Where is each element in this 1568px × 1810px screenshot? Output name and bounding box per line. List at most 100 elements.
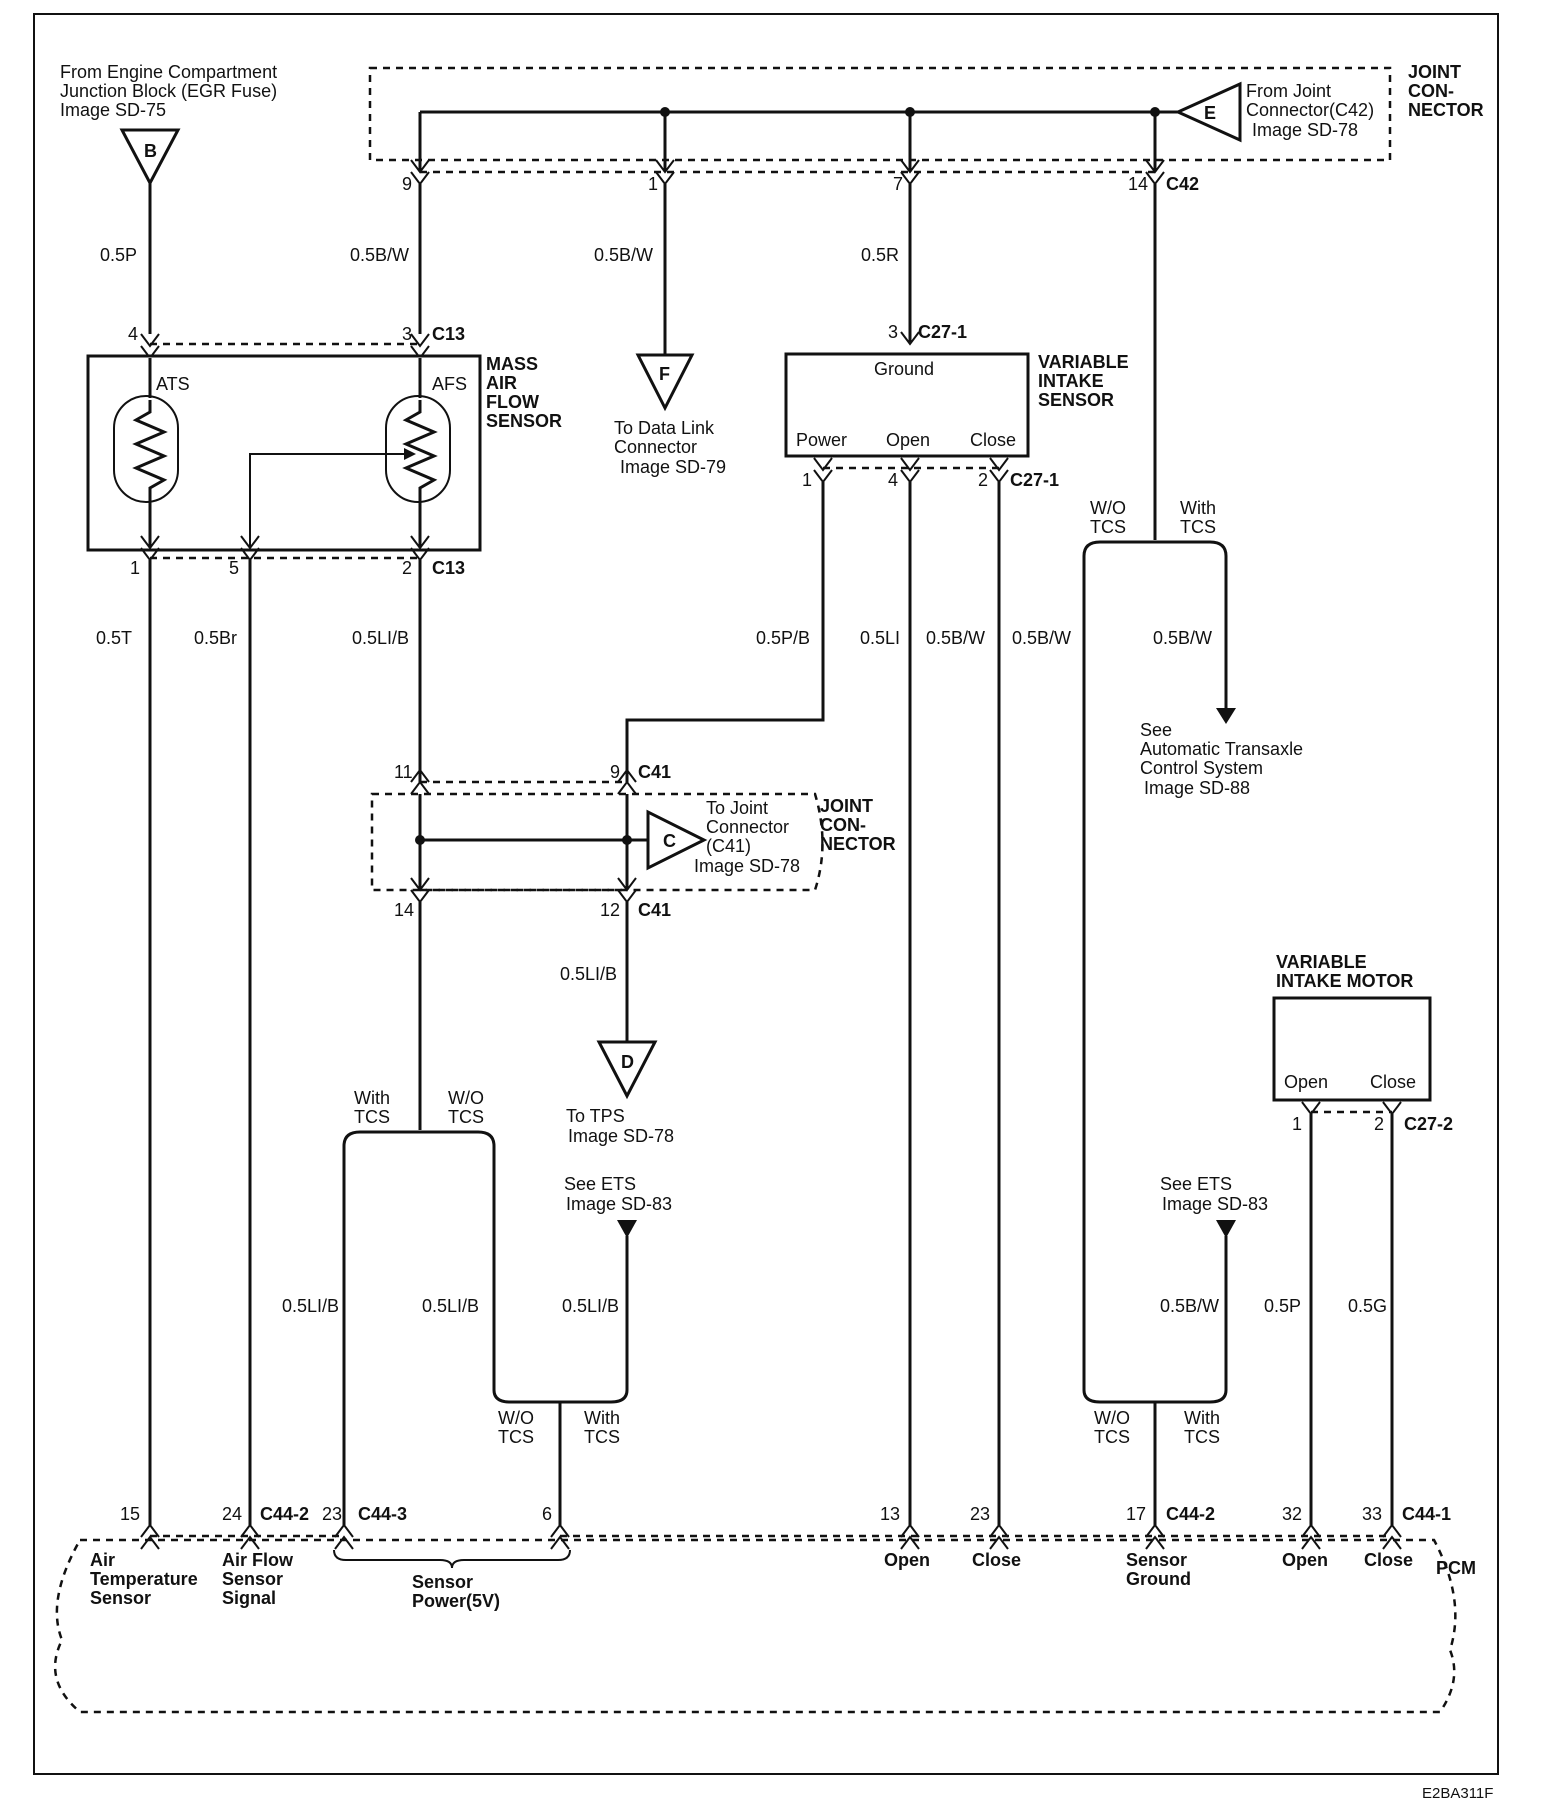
c27-1-connector-label-top: C27-1 bbox=[918, 322, 967, 342]
pcm-air-temp-label-1: Air bbox=[90, 1550, 115, 1570]
pcm-pin-24: 24 bbox=[222, 1504, 242, 1524]
see-atcs-label-2: Automatic Transaxle bbox=[1140, 739, 1303, 759]
pcm-air-flow-label-2: Sensor bbox=[222, 1569, 283, 1589]
wire-label-05bw-wotcs: 0.5B/W bbox=[1012, 628, 1071, 648]
joint-connector-top-label-1: JOINT bbox=[1408, 62, 1461, 82]
pcm-pin-33: 33 bbox=[1362, 1504, 1382, 1524]
connector-b-label: B bbox=[144, 141, 157, 161]
connector-b-triangle bbox=[119, 128, 181, 187]
maf-pin-4: 4 bbox=[128, 324, 138, 344]
connector-c-triangle bbox=[646, 809, 708, 871]
see-ets-left-label-2: Image SD-83 bbox=[566, 1194, 672, 1214]
pcm-open-label-vim: Open bbox=[1282, 1550, 1328, 1570]
with-tcs-top-2: TCS bbox=[1180, 517, 1216, 537]
c13-pin-5: 5 bbox=[229, 558, 239, 578]
pcm-close-label-vim: Close bbox=[1364, 1550, 1413, 1570]
joint-connector-mid-box bbox=[370, 792, 824, 892]
from-joint-label-3: Image SD-78 bbox=[1252, 120, 1358, 140]
wire-label-05p-vim: 0.5P bbox=[1264, 1296, 1301, 1316]
maf-label-2: AIR bbox=[486, 373, 517, 393]
maf-label-1: MASS bbox=[486, 354, 538, 374]
wire-label-05lib-withtcs: 0.5LI/B bbox=[282, 1296, 339, 1316]
wire-label-05t: 0.5T bbox=[96, 628, 132, 648]
see-ets-left-label-1: See ETS bbox=[564, 1174, 636, 1194]
connector-c-label: C bbox=[663, 831, 676, 851]
wire-label-05li: 0.5LI bbox=[860, 628, 900, 648]
with-tcs-mid-1: With bbox=[354, 1088, 390, 1108]
c42-pin-1: 1 bbox=[648, 174, 658, 194]
pcm-pin-32: 32 bbox=[1282, 1504, 1302, 1524]
pcm-label: PCM bbox=[1436, 1558, 1476, 1578]
joint-connector-top-label-3: NECTOR bbox=[1408, 100, 1484, 120]
vis-label-3: SENSOR bbox=[1038, 390, 1114, 410]
c27-2-pin-2: 2 bbox=[1374, 1114, 1384, 1134]
vis-power-label: Power bbox=[796, 430, 847, 450]
from-engine-label-1: From Engine Compartment bbox=[60, 62, 277, 82]
from-engine-label-2: Junction Block (EGR Fuse) bbox=[60, 81, 277, 101]
c44-3-connector-label: C44-3 bbox=[358, 1504, 407, 1524]
connector-e-label: E bbox=[1204, 103, 1216, 123]
c44-2-connector-label-left: C44-2 bbox=[260, 1504, 309, 1524]
c44-2-connector-label-right: C44-2 bbox=[1166, 1504, 1215, 1524]
see-atcs-label-3: Control System bbox=[1140, 758, 1263, 778]
wo-tcs-lower-left-1: W/O bbox=[498, 1408, 534, 1428]
pcm-close-label-vis: Close bbox=[972, 1550, 1021, 1570]
vim-close-label: Close bbox=[1370, 1072, 1416, 1092]
wire-label-05r: 0.5R bbox=[861, 245, 899, 265]
vim-label-2: INTAKE MOTOR bbox=[1276, 971, 1413, 991]
wire-label-05g: 0.5G bbox=[1348, 1296, 1387, 1316]
wire-label-05lib-maf: 0.5LI/B bbox=[352, 628, 409, 648]
pcm-pin-23-sensor: 23 bbox=[322, 1504, 342, 1524]
with-tcs-top-1: With bbox=[1180, 498, 1216, 518]
wire-label-05p-top: 0.5P bbox=[100, 245, 137, 265]
to-tps-label-1: To TPS bbox=[566, 1106, 625, 1126]
wo-tcs-top-2: TCS bbox=[1090, 517, 1126, 537]
wire-label-05lib-ets: 0.5LI/B bbox=[562, 1296, 619, 1316]
c27-2-pin-1: 1 bbox=[1292, 1114, 1302, 1134]
c27-1-pin-1: 1 bbox=[802, 470, 812, 490]
wo-tcs-top-1: W/O bbox=[1090, 498, 1126, 518]
pcm-sensor-power-label-2: Power(5V) bbox=[412, 1591, 500, 1611]
vim-label-1: VARIABLE bbox=[1276, 952, 1367, 972]
see-ets-right-label-2: Image SD-83 bbox=[1162, 1194, 1268, 1214]
data-link-label-1: To Data Link bbox=[614, 418, 715, 438]
vis-label-2: INTAKE bbox=[1038, 371, 1104, 391]
wire-label-05bw-maf: 0.5B/W bbox=[350, 245, 409, 265]
afs-thermistor-icon bbox=[385, 395, 451, 503]
with-tcs-lower-left-2: TCS bbox=[584, 1427, 620, 1447]
c41-pin-14: 14 bbox=[394, 900, 414, 920]
c42-pin-14: 14 bbox=[1128, 174, 1148, 194]
connector-d-label: D bbox=[621, 1052, 634, 1072]
wo-tcs-lower-right-2: TCS bbox=[1094, 1427, 1130, 1447]
diagram-frame bbox=[33, 13, 1499, 1775]
connector-d-triangle bbox=[596, 1040, 658, 1100]
joint-connector-top-label-2: CON- bbox=[1408, 81, 1454, 101]
c42-connector-label: C42 bbox=[1166, 174, 1199, 194]
wo-tcs-lower-right-1: W/O bbox=[1094, 1408, 1130, 1428]
see-atcs-label-1: See bbox=[1140, 720, 1172, 740]
connector-f-label: F bbox=[659, 364, 670, 384]
pcm-pin-13: 13 bbox=[880, 1504, 900, 1524]
c13-connector-label-bottom: C13 bbox=[432, 558, 465, 578]
c41-pin-11: 11 bbox=[394, 762, 413, 782]
c13-pin-2: 2 bbox=[402, 558, 412, 578]
c27-1-pin-4: 4 bbox=[888, 470, 898, 490]
pcm-box bbox=[53, 1538, 1457, 1714]
c13-pin-1: 1 bbox=[130, 558, 140, 578]
c44-1-connector-label: C44-1 bbox=[1402, 1504, 1451, 1524]
vis-open-label: Open bbox=[886, 430, 930, 450]
from-engine-label-3: Image SD-75 bbox=[60, 100, 166, 120]
pcm-open-label-vis: Open bbox=[884, 1550, 930, 1570]
joint-connector-mid-label-1: JOINT bbox=[820, 796, 873, 816]
wire-label-05bw-vis-close: 0.5B/W bbox=[926, 628, 985, 648]
with-tcs-lower-right-1: With bbox=[1184, 1408, 1220, 1428]
data-link-label-2: Connector bbox=[614, 437, 697, 457]
pcm-air-temp-label-3: Sensor bbox=[90, 1588, 151, 1608]
figure-code: E2BA311F bbox=[1422, 1785, 1493, 1802]
joint-connector-top-box bbox=[368, 66, 1392, 162]
from-joint-label-2: Connector(C42) bbox=[1246, 100, 1374, 120]
with-tcs-mid-2: TCS bbox=[354, 1107, 390, 1127]
vis-close-label: Close bbox=[970, 430, 1016, 450]
pcm-pin-6: 6 bbox=[542, 1504, 552, 1524]
